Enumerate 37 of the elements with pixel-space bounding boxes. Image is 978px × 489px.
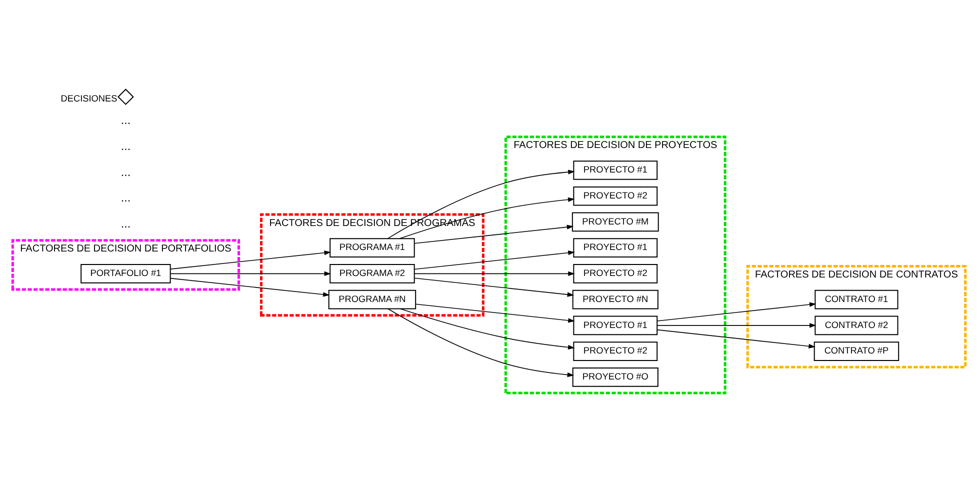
node-box: PORTAFOLIO #1 [80,264,171,284]
label: ... [120,166,131,179]
node-box: PROGRAMA #1 [330,238,415,258]
node-box: CONTRATO #2 [814,316,898,336]
arrow [415,304,575,323]
node-box: PROYECTO #O [572,367,658,387]
label: ... [120,192,131,205]
node-box: CONTRATO #P [814,342,900,361]
legend-label: DECISIONES [60,94,118,104]
arrow [656,329,816,349]
node-box: PROYECTO #M [572,212,659,232]
label: ... [120,114,131,128]
arrow [398,197,575,239]
node-box: PROYECTO #2 [573,342,658,361]
node-box: CONTRATO #1 [814,290,898,310]
arrow [387,308,574,378]
arrow [656,323,816,328]
node-box: PROYECTO #2 [573,186,658,206]
arrow [414,278,574,297]
arrow [170,271,331,276]
node-box: PROYECTO #1 [573,316,658,336]
arrow [400,308,575,350]
label: ... [120,218,131,231]
node-box: PROYECTO #2 [573,264,658,284]
arrow [387,170,575,239]
node-box: PROYECTO #1 [573,238,658,258]
arrow [414,224,574,244]
arrow [414,271,575,276]
arrow [414,250,575,270]
label: ... [120,140,131,153]
arrow [656,302,816,322]
node-box: PROGRAMA #2 [330,264,415,284]
node-box: PROYECTO #1 [573,160,658,180]
node-box: PROYECTO #N [572,290,658,310]
node-box: PROGRAMA #N [328,290,416,310]
arrow [170,250,331,270]
arrow [170,278,330,297]
